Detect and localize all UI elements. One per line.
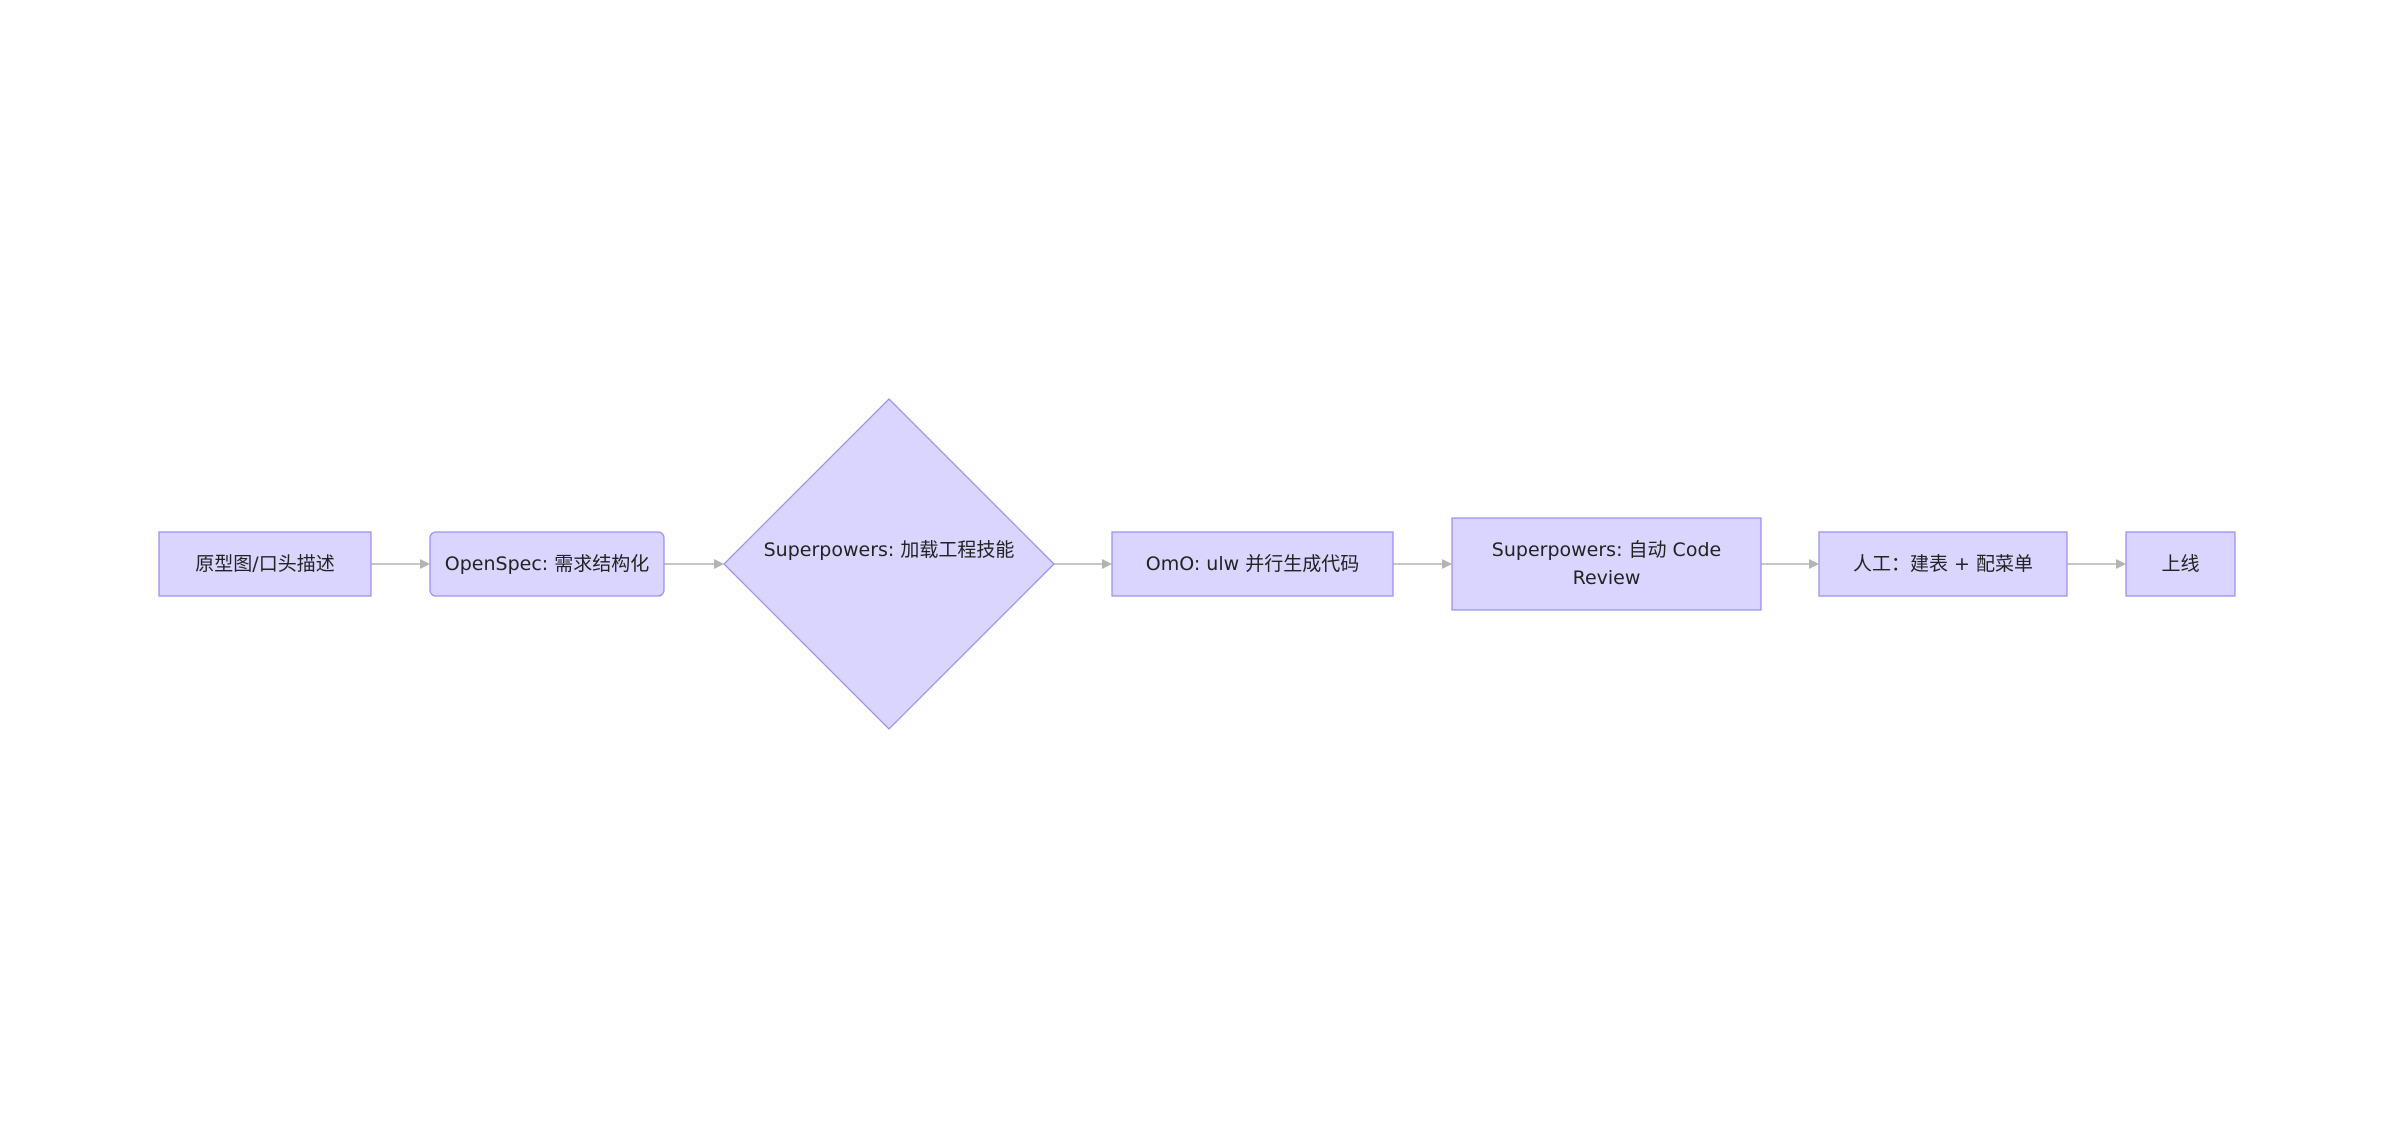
process-box xyxy=(1818,531,2068,597)
arrow-head xyxy=(1102,559,1112,569)
edge-n2-n3 xyxy=(664,559,724,569)
node-n2: OpenSpec: 需求结构化 xyxy=(429,531,665,597)
node-label: OmO: ulw 并行生成代码 xyxy=(1146,553,1359,575)
node-label: Review xyxy=(1573,567,1641,589)
edge-n6-n7 xyxy=(2067,559,2126,569)
nodes-layer: 原型图/口头描述 OpenSpec: 需求结构化 Superpowers: 加载工程… xyxy=(158,398,2236,730)
node-label: 原型图/口头描述 xyxy=(195,553,334,575)
node-label: 上线 xyxy=(2161,553,2199,575)
process-box xyxy=(1451,517,1762,611)
node-label: OpenSpec: 需求结构化 xyxy=(445,553,649,575)
edges-layer xyxy=(371,559,2126,569)
arrow-head xyxy=(2116,559,2126,569)
decision-diamond xyxy=(723,398,1055,730)
arrow-head xyxy=(714,559,724,569)
edge-n5-n6 xyxy=(1761,559,1819,569)
process-box xyxy=(2125,531,2236,597)
process-rounded-box xyxy=(429,531,665,597)
node-n6: 人工：建表 + 配菜单 xyxy=(1818,531,2068,597)
process-box xyxy=(158,531,372,597)
edge-n1-n2 xyxy=(371,559,430,569)
process-box xyxy=(1111,531,1394,597)
node-label: 人工：建表 + 配菜单 xyxy=(1853,553,2033,575)
node-n4: OmO: ulw 并行生成代码 xyxy=(1111,531,1394,597)
arrow-head xyxy=(420,559,430,569)
node-label: Superpowers: 自动 Code xyxy=(1492,539,1721,561)
arrow-head xyxy=(1442,559,1452,569)
node-label: Superpowers: 加载工程技能 xyxy=(764,539,1015,561)
edge-n3-n4 xyxy=(1054,559,1112,569)
node-n3: Superpowers: 加载工程技能 xyxy=(723,398,1055,730)
arrow-head xyxy=(1809,559,1819,569)
edge-n4-n5 xyxy=(1393,559,1452,569)
node-n1: 原型图/口头描述 xyxy=(158,531,372,597)
node-n7: 上线 xyxy=(2125,531,2236,597)
